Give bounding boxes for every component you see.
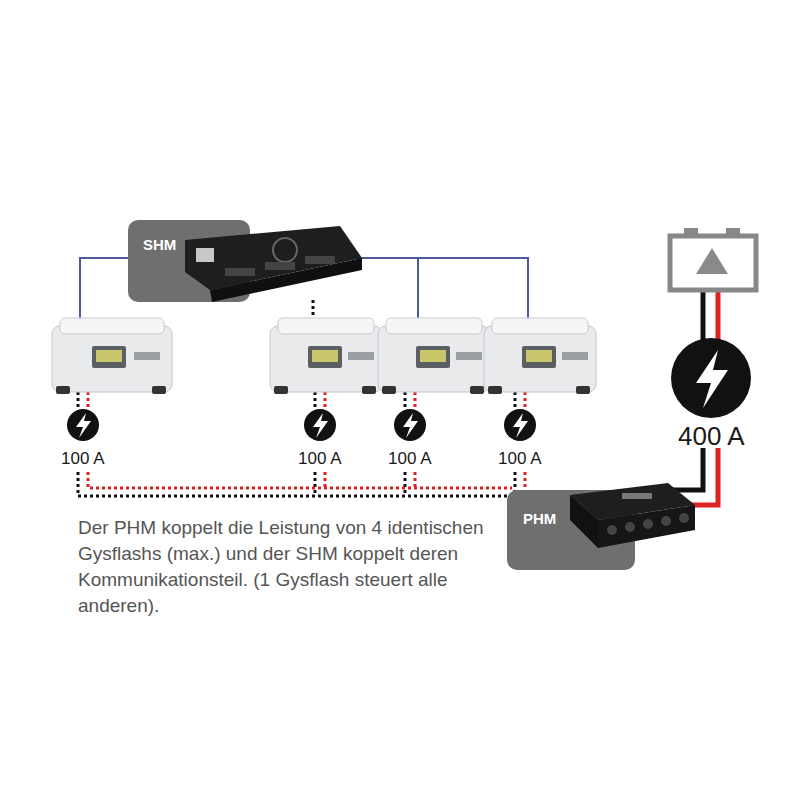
current-label: 100 A bbox=[498, 449, 542, 469]
panel-title: PHM bbox=[523, 510, 556, 527]
label-panel: SHM bbox=[128, 220, 250, 302]
power-cable bbox=[78, 392, 525, 496]
charger-illustration bbox=[52, 318, 596, 394]
current-label: 100 A bbox=[61, 449, 105, 469]
current-label: 400 A bbox=[678, 421, 745, 452]
caption: Der PHM koppelt die Leistung von 4 ident… bbox=[78, 515, 498, 619]
battery-icon bbox=[670, 228, 756, 290]
panel-title: SHM bbox=[143, 236, 176, 253]
current-label: 100 A bbox=[298, 449, 342, 469]
label-panel: PHM bbox=[507, 490, 635, 570]
current-label: 100 A bbox=[388, 449, 432, 469]
